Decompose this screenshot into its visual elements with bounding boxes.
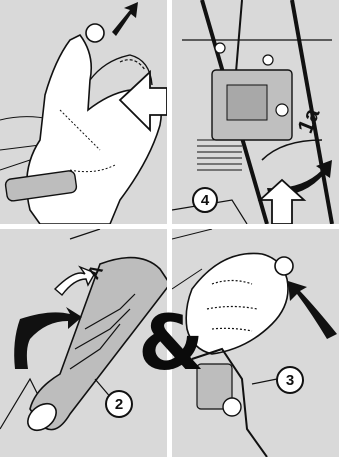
callout-2: 2: [105, 390, 133, 418]
callout-3: 3: [276, 366, 304, 394]
ampersand-connector: &: [138, 303, 198, 383]
callout-4: 4: [192, 187, 218, 213]
hand-lever-illustration: [0, 0, 167, 224]
panel-top-right: 4 1a: [172, 0, 339, 224]
panel-top-left: [0, 0, 167, 224]
